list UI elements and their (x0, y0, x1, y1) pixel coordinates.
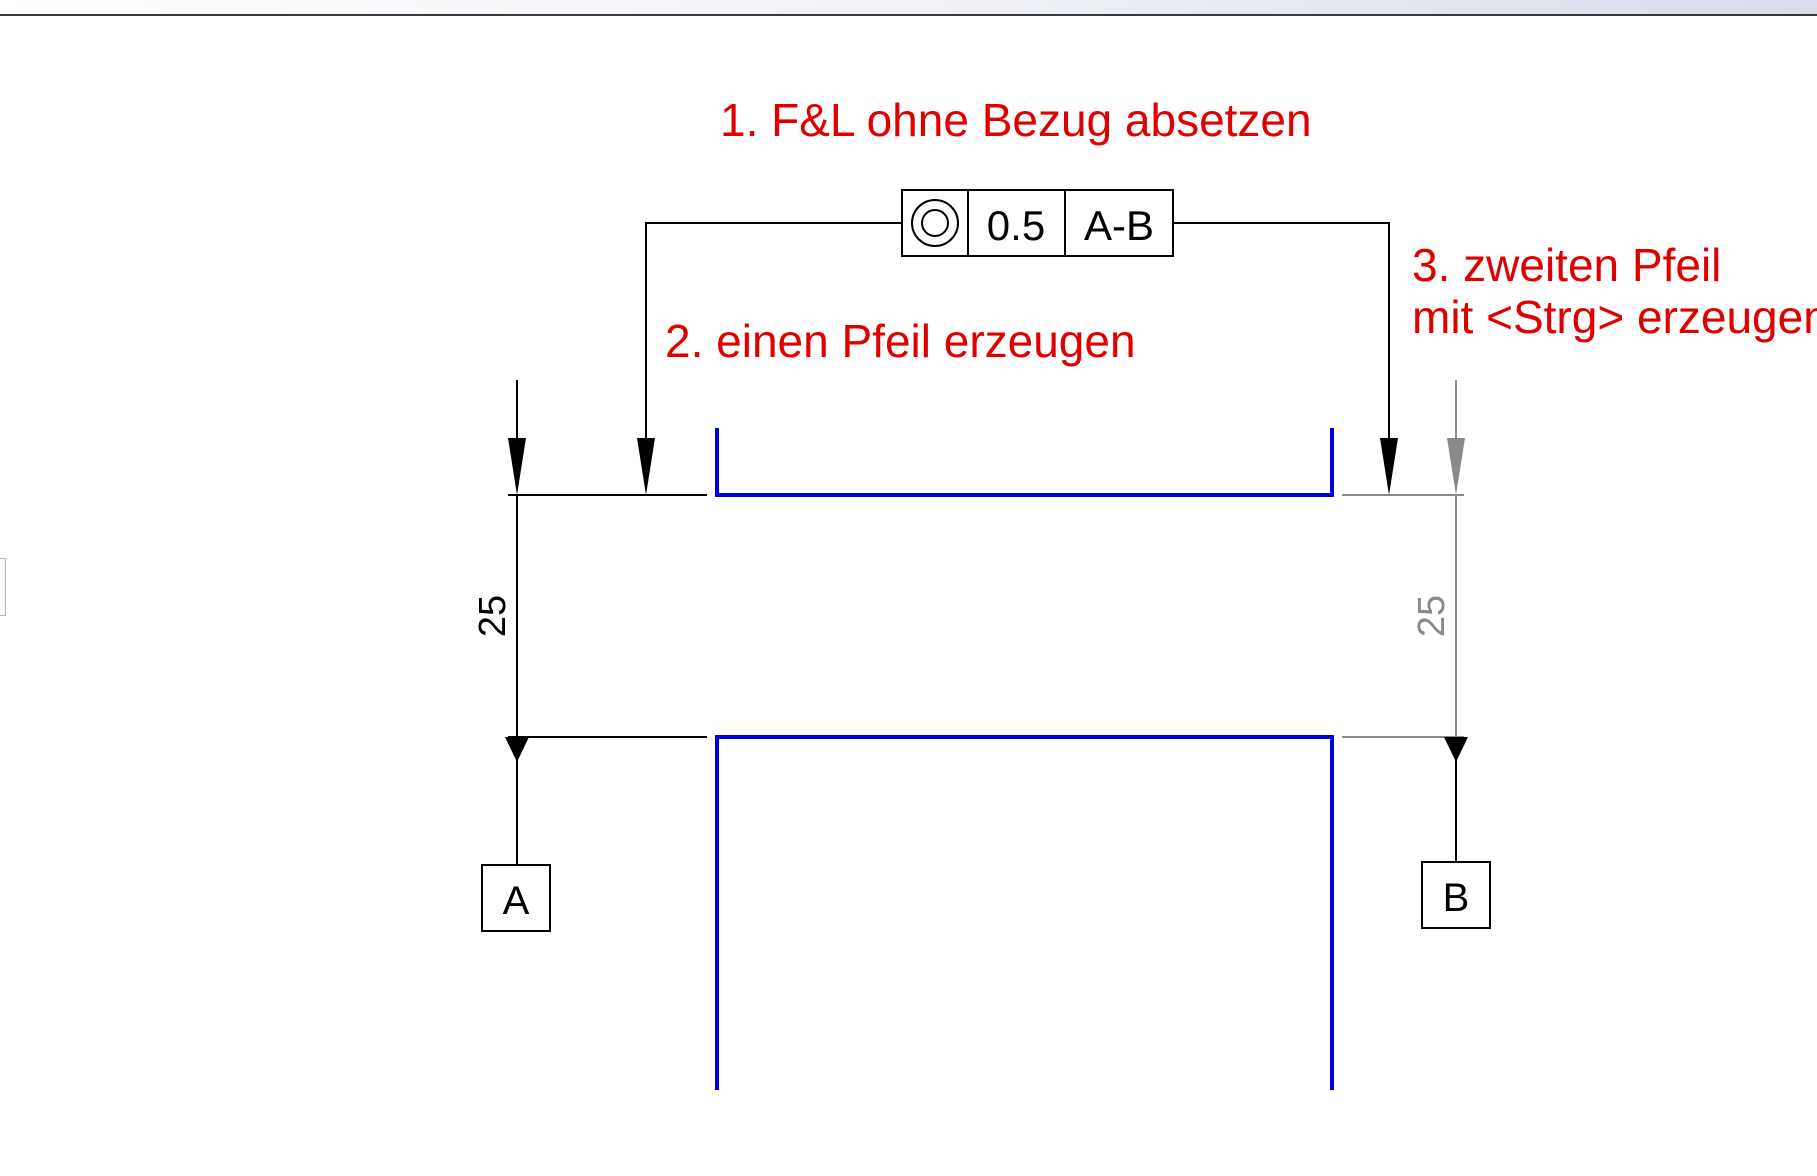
fcf-tolerance-value: 0.5 (987, 202, 1045, 249)
dimension-right-arrow-top (1447, 438, 1465, 495)
fcf-datum-reference: A-B (1084, 202, 1154, 249)
part-outline (715, 428, 1334, 1090)
leader-left (645, 222, 902, 444)
leader-right-arrow (1380, 438, 1398, 495)
part-lower-edge (715, 735, 1334, 1090)
concentricity-icon (911, 199, 959, 247)
datum-feature-b[interactable]: B (1421, 861, 1491, 929)
leader-left-arrow (637, 438, 655, 495)
fcf-leaders (645, 222, 1390, 444)
dimension-left-arrow-bottom (505, 737, 529, 762)
dimension-left-arrow-top (508, 438, 526, 495)
part-upper-edge (715, 428, 1334, 497)
annotation-step-1: 1. F&L ohne Bezug absetzen (720, 94, 1312, 146)
leader-right (1173, 222, 1390, 444)
window-top-bar (0, 0, 1817, 16)
feature-control-frame[interactable]: 0.5 A-B (901, 189, 1174, 257)
side-panel-handle[interactable] (0, 558, 6, 616)
datum-label-a: A (503, 879, 530, 923)
annotation-step-3-line-1: 3. zweiten Pfeil (1412, 239, 1721, 291)
datum-feature-a[interactable]: A (481, 864, 551, 932)
annotation-step-2: 2. einen Pfeil erzeugen (665, 315, 1136, 367)
dimension-left (508, 380, 707, 865)
datum-box-b (1421, 861, 1491, 929)
dimension-right-value: 25 (1411, 595, 1453, 637)
datum-box-a (481, 864, 551, 932)
dimension-left-value: 25 (472, 595, 514, 637)
annotation-step-3-line-2: mit <Strg> erzeugen (1412, 291, 1817, 343)
datum-label-b: B (1443, 876, 1470, 920)
dimension-right (1342, 380, 1464, 738)
dimension-right-arrow-bottom (1444, 737, 1468, 762)
